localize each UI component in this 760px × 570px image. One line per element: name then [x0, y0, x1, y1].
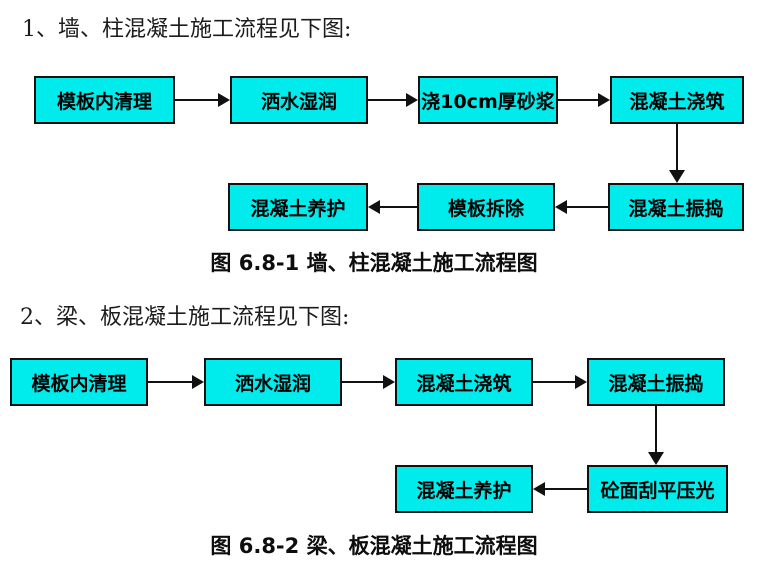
- arrow-head: [648, 452, 664, 465]
- figure1-caption: 图 6.8-1 墙、柱混凝土施工流程图: [210, 251, 538, 275]
- node-concrete-pouring: 混凝土浇筑: [395, 358, 533, 406]
- node-formwork-cleaning: 模板内清理: [34, 76, 175, 124]
- arrow-shaft: [368, 99, 407, 101]
- flow-arrow-right-icon: [558, 93, 610, 107]
- arrow-head: [368, 200, 380, 214]
- arrow-head: [192, 375, 204, 389]
- arrow-head: [575, 375, 587, 389]
- figure2-caption: 图 6.8-2 梁、板混凝土施工流程图: [210, 534, 538, 558]
- arrow-shaft: [676, 124, 678, 171]
- arrow-shaft: [566, 206, 608, 208]
- flow-arrow-right-icon: [368, 93, 418, 107]
- flow-arrow-right-icon: [148, 375, 204, 389]
- arrow-shaft: [148, 381, 193, 383]
- arrow-head: [406, 93, 418, 107]
- node-surface-leveling: 砼面刮平压光: [587, 465, 728, 513]
- arrow-head: [383, 375, 395, 389]
- node-concrete-curing: 混凝土养护: [228, 183, 368, 231]
- arrow-head: [598, 93, 610, 107]
- arrow-head: [533, 482, 545, 496]
- arrow-shaft: [655, 406, 657, 453]
- flow-arrow-right-icon: [342, 375, 395, 389]
- section2-heading: 2、梁、板混凝土施工流程见下图:: [20, 305, 350, 330]
- arrow-shaft: [342, 381, 384, 383]
- node-formwork-removal: 模板拆除: [417, 183, 555, 231]
- arrow-shaft: [533, 381, 576, 383]
- flow-arrow-left-icon: [533, 482, 587, 496]
- arrow-head: [218, 93, 230, 107]
- arrow-shaft: [558, 99, 599, 101]
- node-water-wetting: 洒水湿润: [230, 76, 368, 124]
- flow-arrow-right-icon: [175, 93, 230, 107]
- flow-arrow-right-icon: [533, 375, 587, 389]
- node-concrete-vibrating: 混凝土振捣: [587, 358, 725, 406]
- flow-arrow-left-icon: [368, 200, 417, 214]
- arrow-shaft: [544, 488, 587, 490]
- arrow-head: [669, 170, 685, 183]
- flow-arrow-left-icon: [555, 200, 608, 214]
- arrow-shaft: [175, 99, 219, 101]
- arrow-head: [555, 200, 567, 214]
- arrow-shaft: [379, 206, 417, 208]
- flow-arrow-down-icon: [669, 124, 685, 183]
- flow-arrow-down-icon: [648, 406, 664, 465]
- node-concrete-vibrating: 混凝土振捣: [608, 183, 744, 231]
- section1-heading: 1、墙、柱混凝土施工流程见下图:: [22, 17, 352, 42]
- node-concrete-curing: 混凝土养护: [395, 465, 533, 513]
- node-concrete-pouring: 混凝土浇筑: [610, 76, 744, 124]
- node-mortar-layer: 浇10cm厚砂浆: [418, 76, 558, 124]
- node-water-wetting: 洒水湿润: [204, 358, 342, 406]
- node-formwork-cleaning: 模板内清理: [10, 358, 148, 406]
